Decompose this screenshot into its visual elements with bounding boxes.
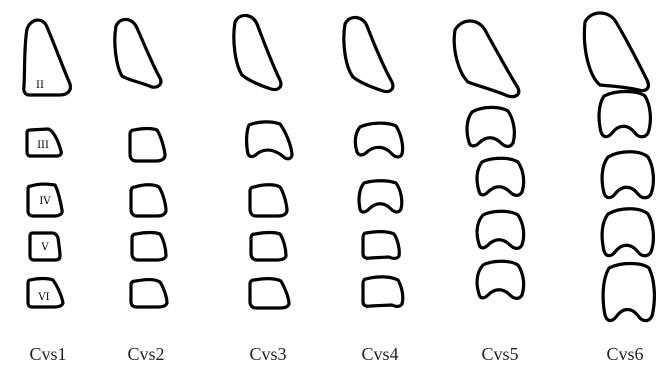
vertebra-label-iii: III (37, 140, 49, 151)
stage-cvs1: II III IV V VI Cvs1 (24, 20, 71, 364)
c5-vertebra-outline (477, 211, 524, 248)
stage-label-cvs6: Cvs6 (606, 344, 643, 364)
c4-vertebra-outline (250, 185, 287, 216)
stage-cvs3: Cvs3 (234, 15, 292, 364)
c5-vertebra-outline (363, 232, 399, 259)
stage-label-cvs4: Cvs4 (361, 344, 398, 364)
c6-vertebra-outline (131, 280, 167, 307)
stage-cvs4: Cvs4 (344, 17, 403, 364)
stage-label-cvs5: Cvs5 (481, 344, 518, 364)
c2-vertebra-outline (234, 15, 281, 89)
c4-vertebra-outline (359, 181, 402, 212)
stage-label-cvs3: Cvs3 (249, 344, 286, 364)
c3-vertebra-outline (467, 107, 514, 146)
c2-vertebra-outline (115, 19, 161, 87)
c3-vertebra-outline (247, 122, 292, 159)
stage-label-cvs2: Cvs2 (127, 344, 164, 364)
c2-vertebra-outline (344, 17, 393, 91)
stage-label-cvs1: Cvs1 (29, 344, 66, 364)
c4-vertebra-outline (131, 185, 166, 216)
c5-vertebra-outline (251, 233, 286, 261)
c4-vertebra-outline (602, 152, 653, 198)
vertebra-label-v: V (40, 242, 49, 253)
c6-vertebra-outline (250, 279, 289, 308)
c2-vertebra-outline (24, 20, 71, 95)
stage-cvs5: Cvs5 (454, 21, 523, 364)
c5-vertebra-outline (132, 233, 166, 261)
vertebra-label-iv: IV (39, 196, 51, 207)
c6-vertebra-outline (603, 264, 654, 321)
c5-vertebra-outline (602, 209, 653, 256)
vertebra-label-ii: II (36, 80, 44, 91)
vertebra-label-vi: VI (37, 292, 49, 303)
c6-vertebra-outline (363, 277, 403, 307)
c3-vertebra-outline (355, 123, 402, 157)
c4-vertebra-outline (477, 158, 524, 195)
c3-vertebra-outline (599, 92, 650, 137)
c6-vertebra-outline (477, 261, 524, 298)
c3-vertebra-outline (130, 129, 165, 162)
c2-vertebra-outline (454, 21, 519, 97)
stage-cvs6: Cvs6 (584, 13, 654, 364)
stage-cvs2: Cvs2 (115, 19, 167, 364)
c2-vertebra-outline (584, 13, 648, 91)
